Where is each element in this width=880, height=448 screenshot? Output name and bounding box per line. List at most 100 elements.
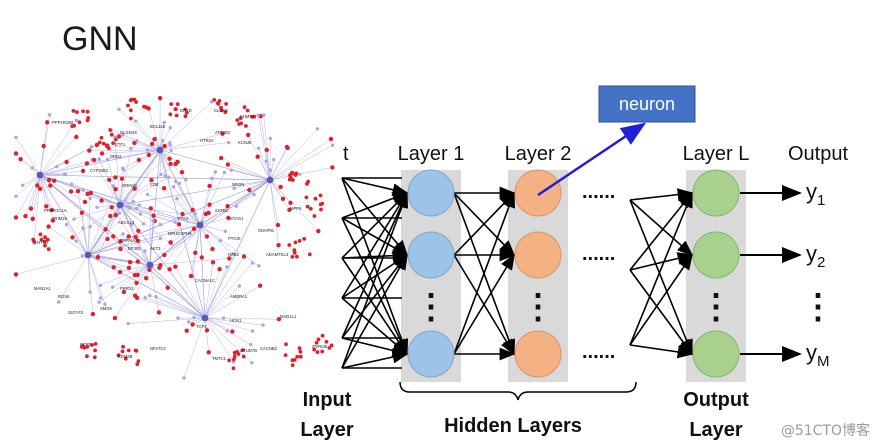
graph-edge: [199, 194, 255, 226]
graph-node: [262, 113, 266, 117]
graph-node: [222, 170, 227, 175]
graph-edge: [87, 254, 101, 299]
graph-node-label: PTGIS: [228, 236, 241, 241]
graph-node: [85, 109, 90, 114]
graph-edge: [58, 254, 89, 303]
graph-node: [90, 343, 94, 347]
graph-node: [79, 210, 85, 215]
graph-node: [105, 157, 110, 162]
graph-node: [81, 188, 85, 192]
graph-node: [231, 366, 236, 371]
graph-node: [38, 186, 43, 191]
graph-node: [126, 348, 131, 353]
output-y2: y2: [806, 241, 825, 271]
graph-node: [219, 155, 224, 161]
layer1-layer2-edge: [453, 253, 515, 355]
graph-edge: [87, 189, 116, 256]
graph-node: [207, 202, 212, 207]
graph-node: [232, 354, 237, 359]
graph-node: [227, 140, 231, 145]
graph-node: [298, 349, 303, 354]
graph-node: [127, 260, 133, 265]
graph-edge: [87, 254, 94, 315]
graph-edge: [149, 264, 160, 313]
graph-hub-edge: [39, 174, 201, 226]
graph-node: [49, 207, 54, 213]
graph-node: [111, 234, 116, 239]
graph-node: [21, 183, 25, 187]
graph-node-label: NFATC3: [150, 346, 166, 351]
graph-node: [249, 342, 253, 347]
pre-layerL-edge: [629, 199, 693, 356]
graph-edge: [148, 108, 161, 151]
graph-edge: [39, 174, 47, 207]
graph-node: [190, 207, 195, 212]
graph-node: [210, 246, 215, 252]
graph-node: [182, 376, 186, 380]
graph-node: [220, 131, 225, 136]
graph-node: [304, 195, 309, 200]
graph-edge: [15, 174, 41, 197]
graph-node: [255, 154, 260, 159]
graph-node: [159, 172, 163, 177]
graph-node: [120, 349, 125, 354]
graph-node: [101, 141, 106, 146]
neuron-callout-arrow: [537, 122, 647, 197]
graph-node-label: TCF4: [196, 324, 207, 329]
graph-edge: [145, 297, 206, 319]
graph-node: [135, 362, 140, 367]
graph-edge: [159, 149, 187, 180]
graph-edge: [108, 179, 121, 206]
input-edge: [341, 217, 409, 256]
watermark: @51CTO博客: [780, 423, 870, 439]
graph-node: [41, 143, 46, 149]
graph-edge: [87, 233, 124, 256]
input-edge: [341, 191, 408, 299]
graph-node: [298, 354, 303, 359]
graph-node: [52, 178, 57, 183]
graph-edge: [175, 266, 206, 319]
graph-edge: [119, 176, 169, 206]
layerL-neuron-1: [692, 169, 740, 217]
graph-node: [99, 151, 105, 156]
graph-hub-edge: [119, 149, 161, 206]
graph-node: [23, 213, 28, 219]
graph-edge: [122, 149, 161, 169]
graph-node: [168, 112, 173, 117]
graph-node: [85, 118, 90, 123]
graph-node-label: STAG1: [230, 216, 244, 221]
graph-node: [152, 137, 157, 142]
graph-node-label: BCL11B: [150, 124, 165, 129]
graph-edge: [257, 156, 271, 181]
graph-node: [43, 243, 47, 248]
graph-edge: [107, 145, 161, 151]
graph-node: [132, 140, 137, 146]
graph-node: [55, 164, 59, 169]
graph-node-label: EP300: [128, 246, 141, 251]
graph-node: [275, 222, 281, 228]
graph-node: [112, 315, 118, 321]
graph-node: [217, 267, 222, 272]
graph-node: [238, 116, 243, 120]
graph-node: [219, 105, 223, 110]
graph-node: [169, 102, 174, 106]
graph-edge: [91, 159, 121, 206]
graph-node: [133, 348, 138, 353]
layer1-header: Layer 1: [398, 143, 465, 165]
graph-node: [207, 183, 212, 189]
graph-edge: [87, 254, 130, 269]
graph-node-label: CLCN3: [214, 108, 228, 113]
graph-edge: [118, 136, 161, 151]
graph-edge: [114, 137, 121, 206]
graph-node: [212, 98, 217, 102]
graph-edge: [159, 133, 223, 151]
graph-node: [250, 361, 254, 365]
graph-node: [173, 107, 178, 112]
graph-hub-edge: [39, 174, 151, 266]
graph-node: [290, 255, 295, 259]
graph-node: [45, 120, 50, 125]
graph-node: [204, 328, 210, 333]
graph-node: [307, 252, 312, 257]
graph-hub-edge: [204, 179, 271, 319]
graph-node: [132, 97, 137, 102]
